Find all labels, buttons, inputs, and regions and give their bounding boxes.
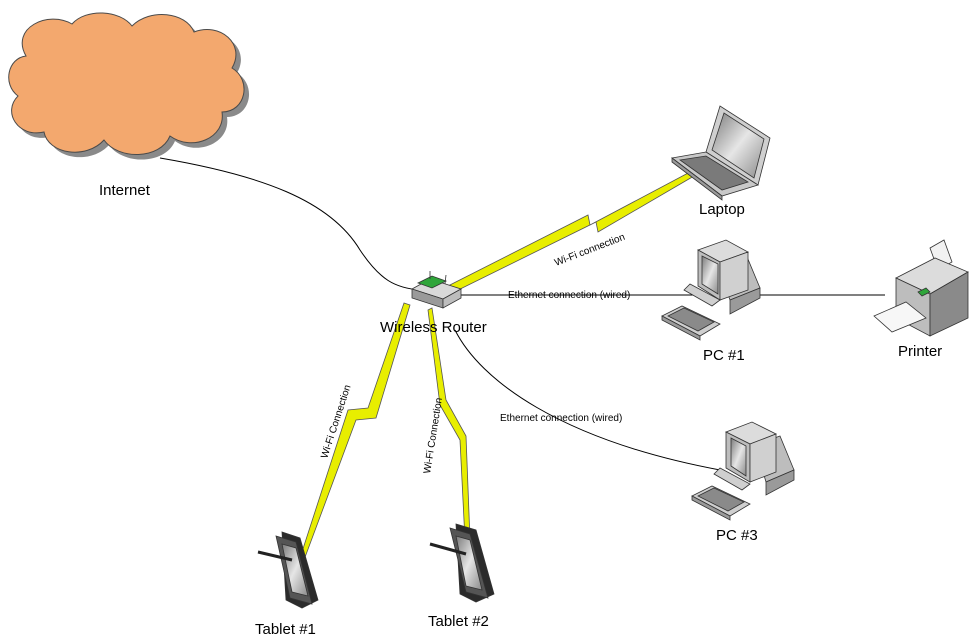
router-icon (411, 271, 462, 309)
wifi-tablet2-label: Wi-Fi Connection (422, 397, 445, 474)
tablet1-label: Tablet #1 (255, 621, 316, 638)
pc1-icon (661, 239, 761, 341)
ethernet-pc3-line (454, 329, 721, 471)
wifi-bolts (299, 171, 695, 561)
laptop-icon (671, 105, 771, 201)
tablet2-icon (429, 523, 495, 603)
tablet1-icon (257, 531, 319, 609)
router-label: Wireless Router (380, 319, 487, 336)
wifi-bolt-laptop (439, 171, 695, 297)
cloud-shape (8, 12, 245, 155)
connection-lines (159, 157, 885, 471)
ethernet-pc3-label: Ethernet connection (wired) (500, 413, 622, 424)
internet-cloud (8, 12, 250, 160)
pc3-icon (691, 421, 795, 521)
printer-label: Printer (898, 343, 942, 360)
ethernet-pc1-label: Ethernet connection (wired) (508, 290, 630, 301)
printer-icon (873, 239, 969, 337)
laptop-label: Laptop (699, 201, 745, 218)
internet-label: Internet (99, 182, 151, 199)
internet-router-line (159, 157, 421, 291)
pc3-label: PC #3 (716, 527, 758, 544)
wifi-bolt-tablet1 (299, 302, 411, 561)
tablet2-label: Tablet #2 (428, 613, 489, 630)
pc1-label: PC #1 (703, 347, 745, 364)
